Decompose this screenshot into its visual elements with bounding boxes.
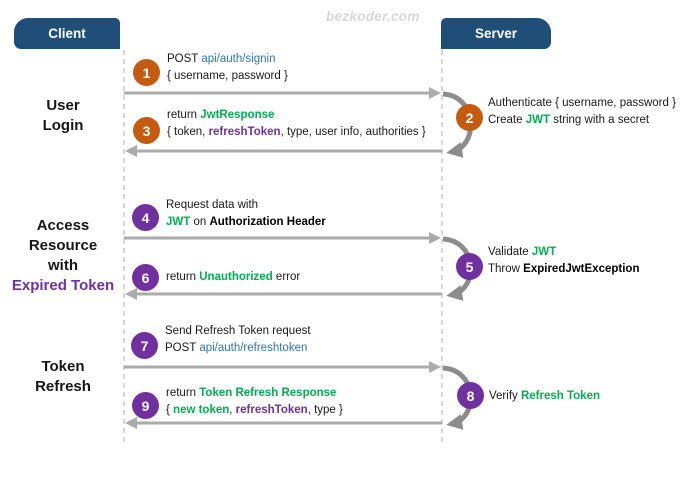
client-lane-header: Client xyxy=(14,18,120,49)
server-lane-header: Server xyxy=(441,18,551,49)
step-9-badge: 9 xyxy=(132,392,159,419)
step-3-text: return JwtResponse{ token, refreshToken,… xyxy=(167,109,426,138)
step-7-badge: 7 xyxy=(131,332,158,359)
arrow-refresh-response xyxy=(125,417,442,429)
step-6-badge: 6 xyxy=(132,264,159,291)
step-3-badge: 3 xyxy=(133,117,160,144)
step-8-text: Verify Refresh Token xyxy=(489,390,600,402)
step-5-badge: 5 xyxy=(456,253,483,280)
arrow-signin-request xyxy=(124,87,441,99)
arrow-jwt-response xyxy=(125,145,442,157)
arrow-resource-request xyxy=(124,232,441,244)
arrow-unauthorized-response xyxy=(125,288,442,300)
step-2-badge: 2 xyxy=(456,104,483,131)
step-6-text: return Unauthorized error xyxy=(166,271,301,283)
step-2-text: Authenticate { username, password }Creat… xyxy=(488,97,676,126)
watermark: bezkoder.com xyxy=(326,9,420,24)
step-4-badge: 4 xyxy=(132,204,159,231)
step-8-badge: 8 xyxy=(457,382,484,409)
step-1-text: POST api/auth/signin{ username, password… xyxy=(167,53,288,82)
step-9-text: return Token Refresh Response{ new token… xyxy=(166,387,343,416)
arrow-refresh-request xyxy=(124,361,441,373)
step-1-badge: 1 xyxy=(133,59,160,86)
